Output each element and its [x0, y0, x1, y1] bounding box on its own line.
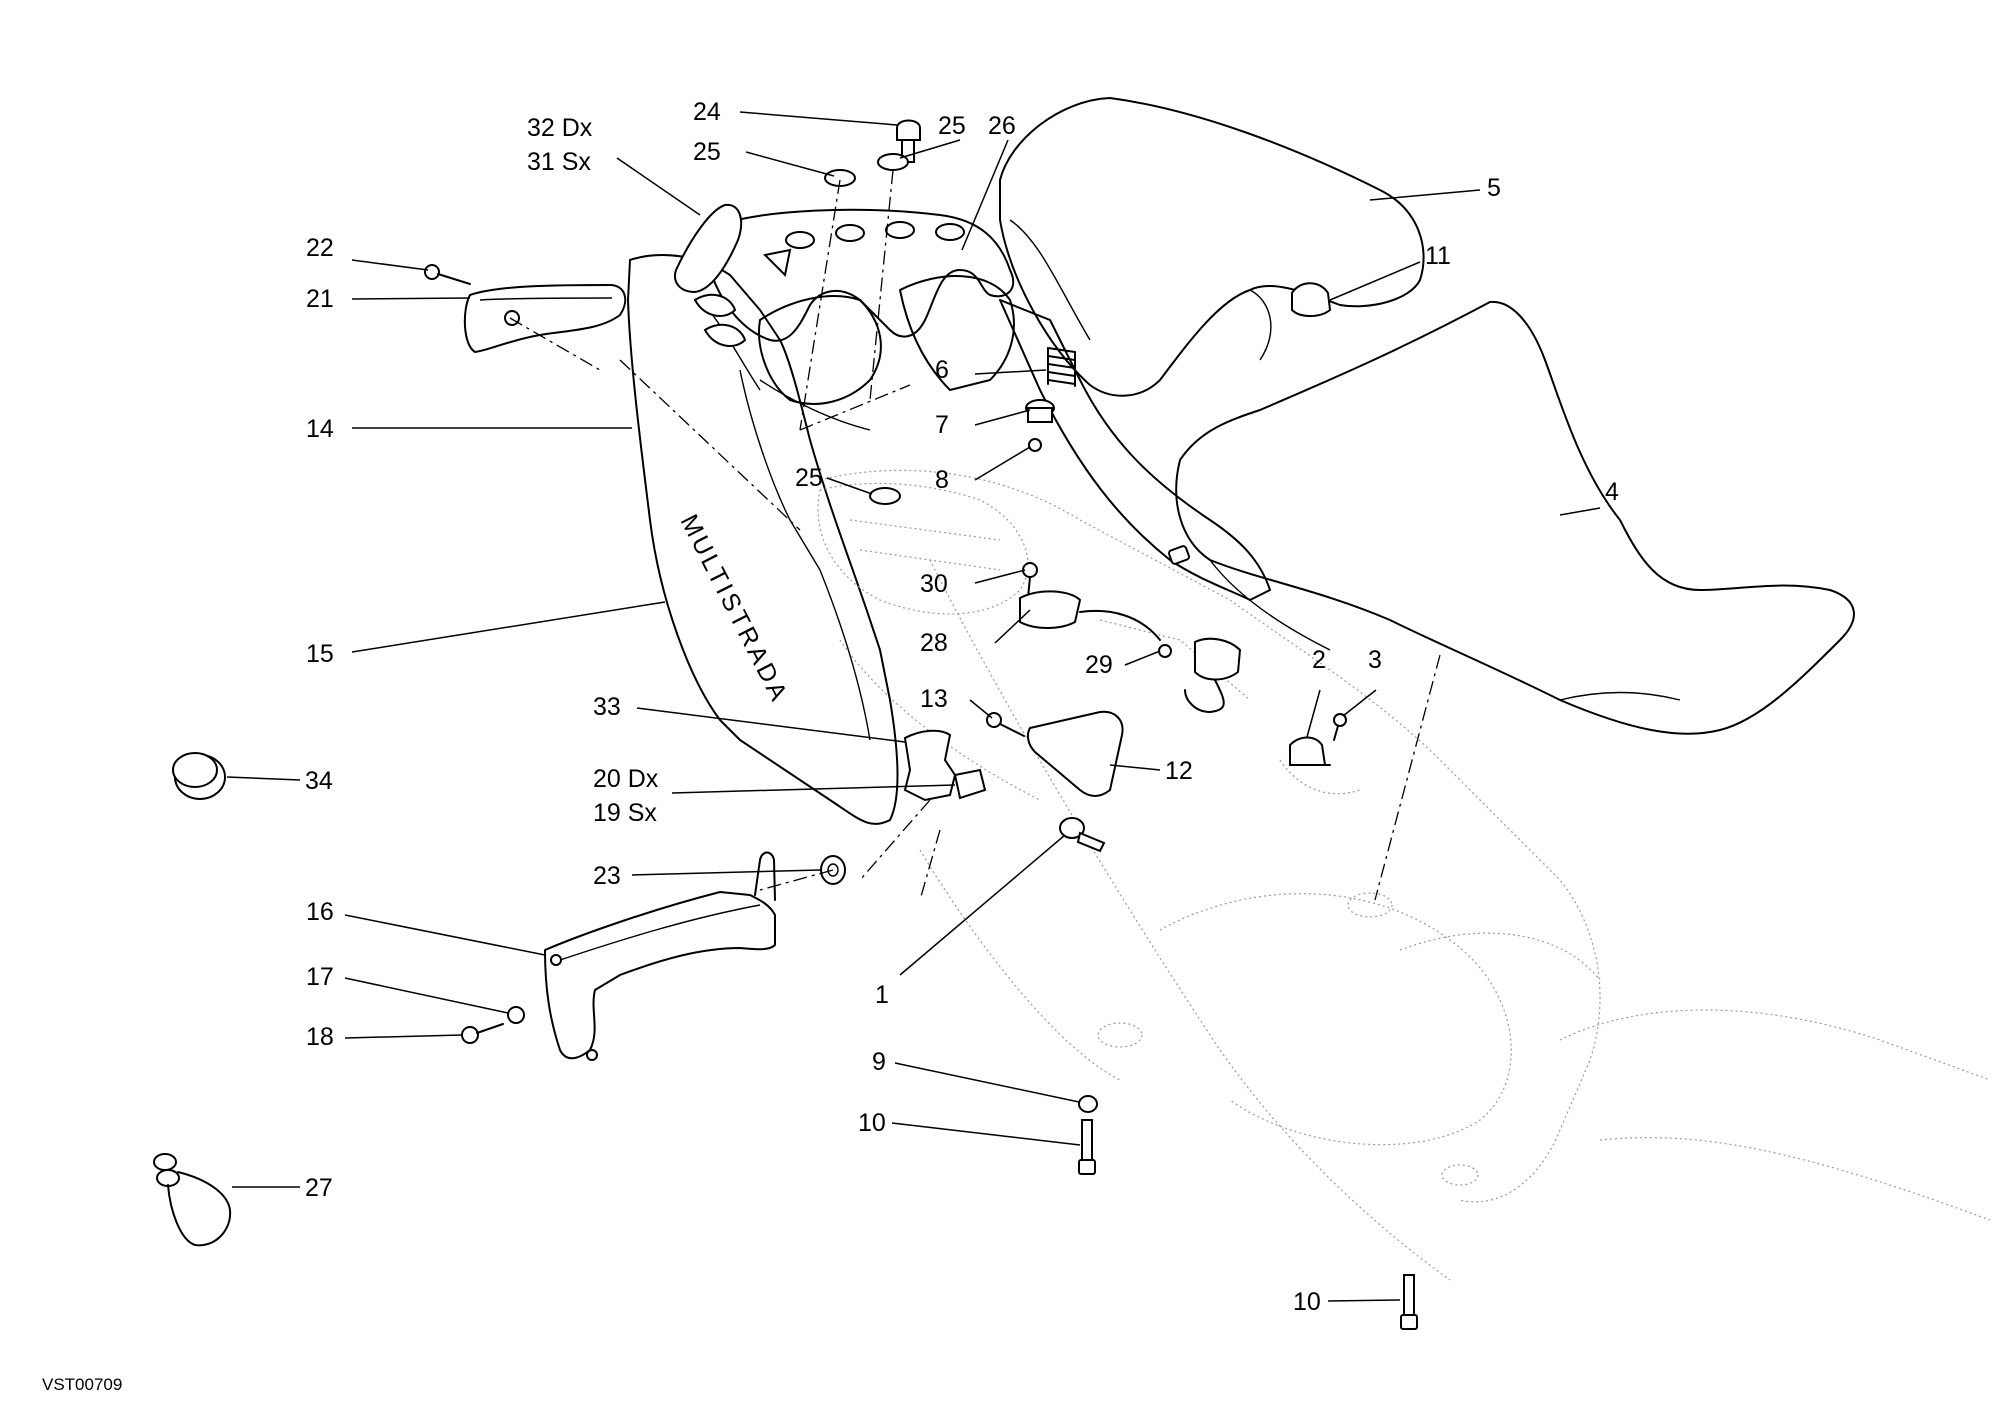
callout-1: 1 [875, 981, 889, 1009]
callout-25: 25 [693, 138, 721, 166]
callout-23: 23 [593, 862, 621, 890]
callout-26: 26 [988, 112, 1016, 140]
callout-16: 16 [306, 898, 334, 926]
front-seat [1175, 300, 1855, 735]
callout-7: 7 [935, 411, 949, 439]
clip-20 [953, 768, 987, 800]
callout-18: 18 [306, 1023, 334, 1051]
washer-17 [507, 1006, 525, 1024]
bracket-2 [1289, 736, 1331, 766]
tail-top-cover [758, 275, 1015, 405]
switch-29 [1158, 637, 1242, 713]
seat-base-channel [999, 299, 1271, 601]
callout-20-dx: 20 Dx [593, 765, 659, 793]
callout-25: 25 [795, 464, 823, 492]
rear-seat [999, 97, 1425, 397]
callout-28: 28 [920, 629, 948, 657]
callout-11: 11 [1425, 242, 1451, 270]
buffer-11 [1291, 282, 1332, 317]
callout-12: 12 [1165, 757, 1193, 785]
branding-text: MULTISTRADA [675, 510, 794, 708]
screw-13 [986, 712, 1025, 737]
washer-9 [1078, 1095, 1098, 1113]
seat-latch-ghost [817, 482, 1029, 615]
callout-labels: 24 25 25 26 32 Dx 31 Sx 5 11 22 21 6 7 1… [305, 98, 1619, 1316]
callout-24: 24 [693, 98, 721, 126]
callout-21: 21 [306, 285, 334, 313]
cable-27 [153, 1153, 232, 1247]
callout-32-dx: 32 Dx [527, 114, 593, 142]
callout-25: 25 [938, 112, 966, 140]
bush-7 [1025, 399, 1055, 423]
callout-5: 5 [1487, 174, 1501, 202]
leader-lines [226, 111, 1601, 1302]
bolt-22 [424, 264, 471, 285]
seat-lock-28 [1019, 590, 1161, 641]
bolt-10a [1078, 1119, 1096, 1175]
callout-8: 8 [935, 466, 949, 494]
alignment-lines [509, 169, 1441, 901]
callout-29: 29 [1085, 651, 1113, 679]
callout-15: 15 [306, 640, 334, 668]
washer-25c [869, 487, 901, 505]
callout-30: 30 [920, 570, 948, 598]
key-1 [1059, 817, 1106, 853]
callout-9: 9 [872, 1048, 886, 1076]
callout-14: 14 [306, 415, 334, 443]
tail-bracket-16 [544, 851, 776, 1061]
bolt-18 [461, 1023, 504, 1044]
callout-10: 10 [1293, 1288, 1321, 1316]
grab-handle-32 [674, 203, 743, 294]
callout-17: 17 [306, 963, 334, 991]
seal-33 [903, 729, 957, 802]
tail-side-panel: MULTISTRADA [627, 254, 899, 825]
callout-22: 22 [306, 234, 334, 262]
luggage-rack [693, 208, 1015, 347]
washer-25a [824, 169, 856, 187]
callout-13: 13 [920, 685, 948, 713]
bracket-12 [1026, 710, 1124, 797]
callout-2: 2 [1312, 646, 1326, 674]
callout-27: 27 [305, 1174, 333, 1202]
callout-4: 4 [1605, 478, 1619, 506]
rear-subframe-ghost [819, 469, 1991, 1281]
bolt-10b [1400, 1274, 1418, 1330]
spring-6 [1047, 347, 1076, 387]
callout-3: 3 [1368, 646, 1382, 674]
tail-light-21 [463, 284, 627, 353]
cap-34 [172, 752, 226, 800]
callout-19-sx: 19 Sx [593, 799, 657, 827]
screw-3 [1333, 713, 1347, 741]
callout-34: 34 [305, 767, 333, 795]
callout-33: 33 [593, 693, 621, 721]
drawing-code: VST00709 [42, 1375, 122, 1394]
callout-6: 6 [935, 356, 949, 384]
callout-31-sx: 31 Sx [527, 148, 591, 176]
callout-10: 10 [858, 1109, 886, 1137]
nut-8 [1028, 438, 1042, 452]
